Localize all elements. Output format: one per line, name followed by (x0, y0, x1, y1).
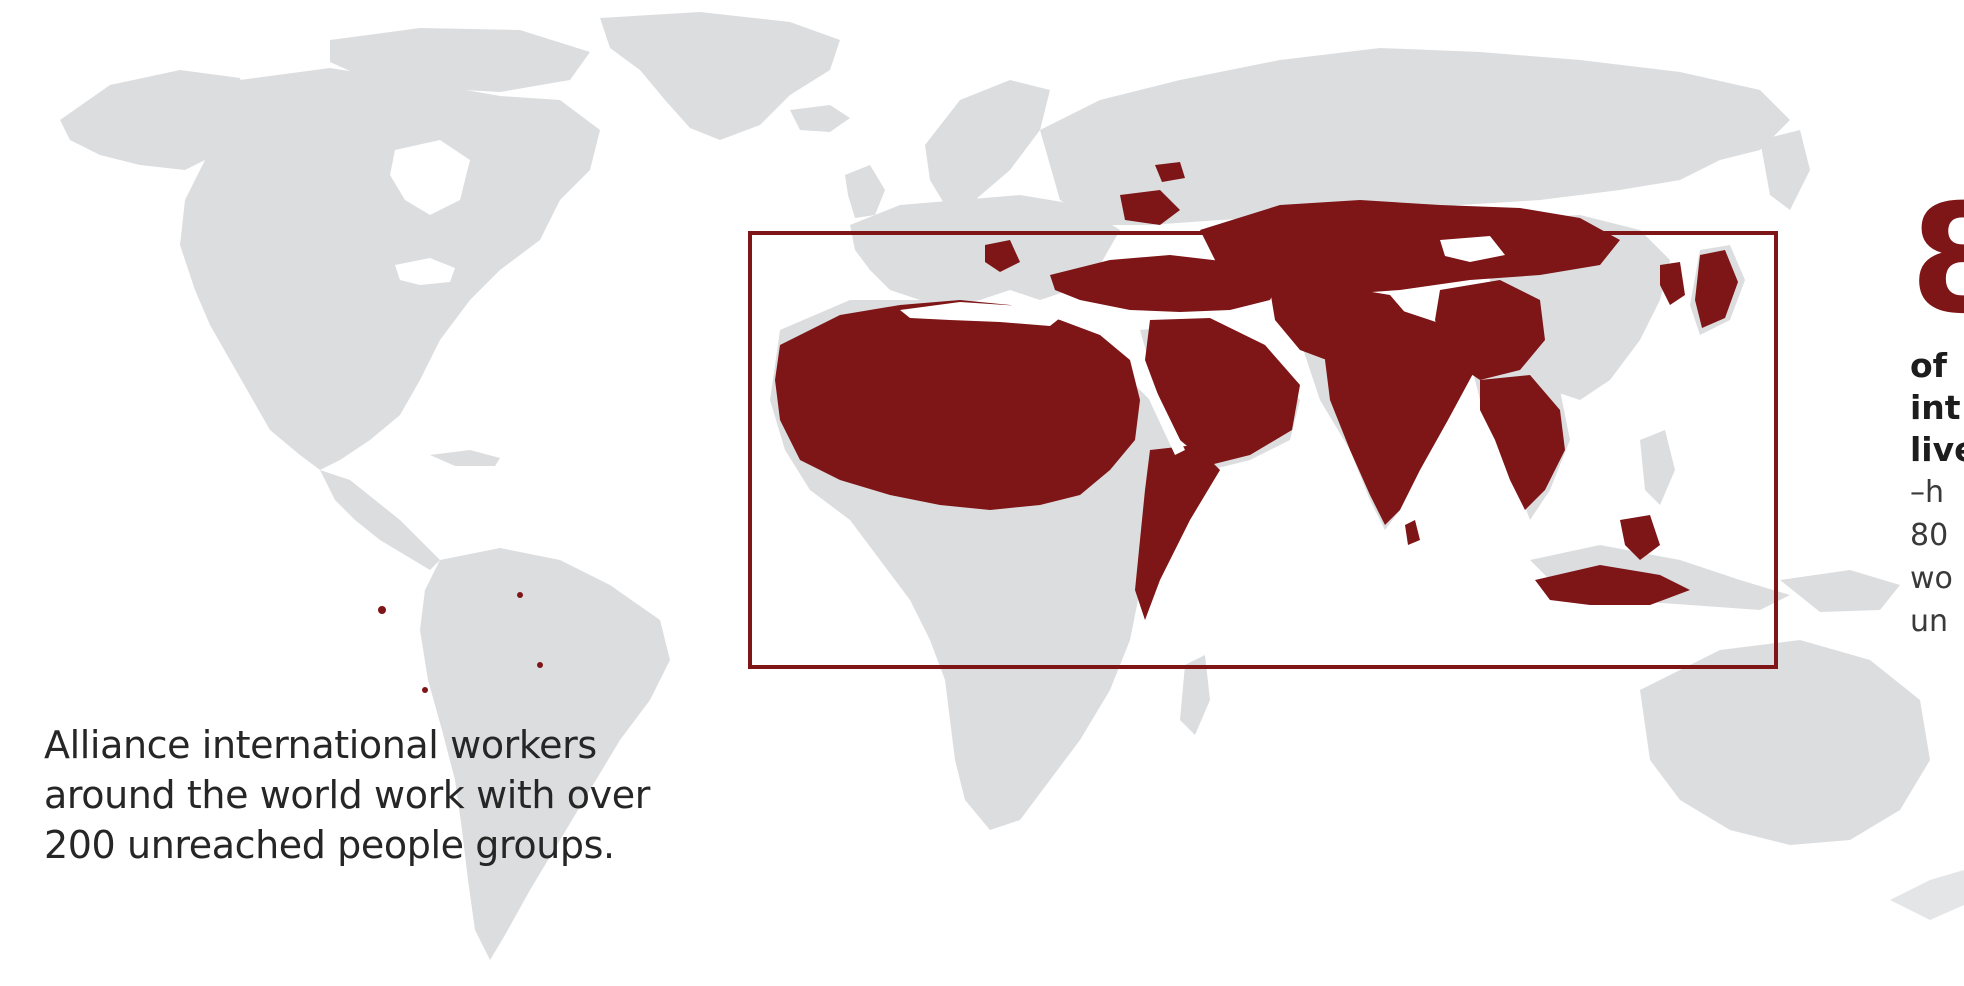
australia (1640, 640, 1930, 845)
body-line-2: 80 (1910, 518, 1949, 553)
iceland (790, 105, 850, 132)
scandinavia (925, 80, 1050, 205)
unreached-horn-of-africa (1135, 445, 1220, 620)
unreached-regions (378, 162, 1738, 693)
unreached-caucasus (1120, 190, 1180, 225)
unreached-india (1325, 310, 1475, 525)
big-statistic: 8 (1910, 185, 1964, 347)
great-lakes (395, 258, 455, 285)
kamchatka (1760, 130, 1810, 210)
unreached-japan (1695, 250, 1738, 328)
map-caption: Alliance international workers around th… (44, 720, 704, 870)
body-line-1: –h (1910, 475, 1945, 510)
unreached-indonesia (1535, 565, 1690, 605)
unreached-north-spot (1155, 162, 1185, 182)
unreached-dot-3 (517, 592, 523, 598)
unreached-north-africa (775, 300, 1140, 510)
arctic-islands (330, 28, 590, 92)
tarim-gap (1440, 236, 1505, 262)
south-america (420, 548, 670, 960)
british-isles (845, 165, 885, 218)
unreached-china (1435, 280, 1545, 380)
body-line-3: wo (1910, 561, 1953, 596)
lakes-in-regions (900, 236, 1505, 455)
caption-line-2: around the world work with over (44, 773, 650, 817)
statistic-panel: 8 of int live –h 80 wo un (1910, 185, 1964, 765)
philippines (1640, 430, 1675, 505)
northern-asia (1040, 48, 1790, 225)
lead-line-3: live (1910, 430, 1964, 469)
statistic-content: 8 of int live –h 80 wo un (1910, 185, 1964, 643)
unreached-dot-4 (537, 662, 543, 668)
unreached-dot-1 (378, 606, 386, 614)
red-sea-gap (1140, 378, 1185, 455)
unreached-southeast-asia (1480, 375, 1565, 510)
unreached-arabia (1145, 318, 1300, 465)
central-america (320, 470, 440, 570)
lead-line-1: of (1910, 346, 1948, 385)
caption-line-3: 200 unreached people groups. (44, 823, 615, 867)
focus-window-frame (748, 231, 1778, 669)
unreached-korea (1660, 262, 1685, 305)
alaska (60, 70, 250, 170)
unreached-sri-lanka (1405, 520, 1420, 545)
unreached-balkans (985, 240, 1020, 272)
body-line-4: un (1910, 604, 1949, 639)
north-america (180, 68, 600, 470)
unreached-sulawesi (1620, 515, 1660, 560)
lead-line-2: int (1910, 388, 1961, 427)
madagascar (1180, 655, 1210, 735)
caption-line-1: Alliance international workers (44, 723, 597, 767)
statistic-lead: of int live (1910, 345, 1964, 471)
mediterranean-gap (900, 302, 1060, 326)
new-guinea (1780, 570, 1900, 612)
greenland (600, 12, 840, 140)
unreached-central-asia (1200, 200, 1620, 295)
new-zealand (1890, 870, 1964, 920)
caribbean (430, 450, 500, 466)
hudson-bay (390, 140, 470, 215)
unreached-dot-2 (422, 687, 428, 693)
statistic-body: –h 80 wo un (1910, 471, 1964, 643)
